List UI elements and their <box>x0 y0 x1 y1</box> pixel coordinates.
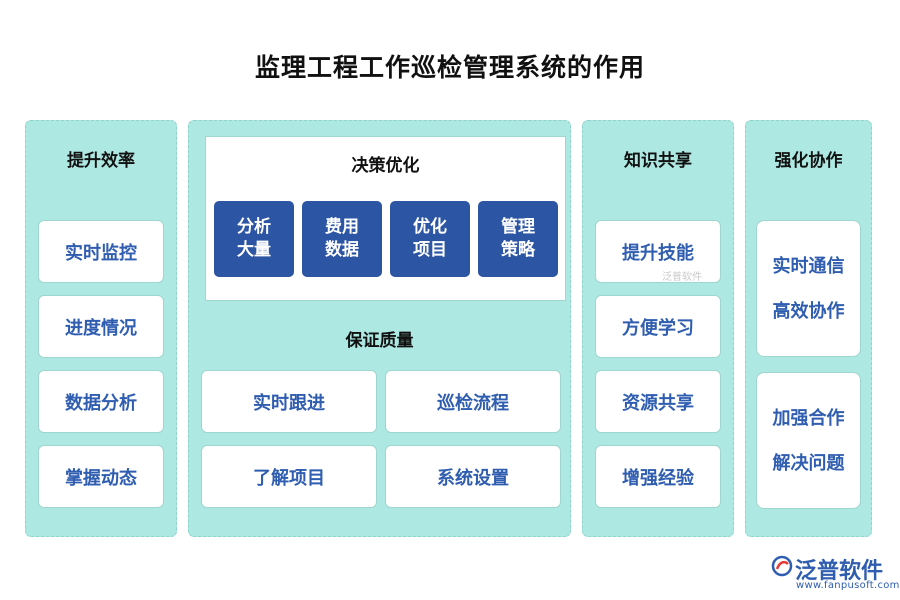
decision-tile: 优化 项目 <box>390 201 470 277</box>
decision-tile: 分析 大量 <box>214 201 294 277</box>
decision-tile-line: 管理 <box>501 217 535 237</box>
decision-tile-line: 大量 <box>237 240 271 260</box>
decision-tile-line: 优化 <box>413 217 447 237</box>
logo-name: 泛普软件 <box>795 559 884 584</box>
knowledge-item: 提升技能 <box>595 220 721 283</box>
quality-item: 巡检流程 <box>385 370 561 433</box>
decision-title: 决策优化 <box>351 156 420 176</box>
decision-tile: 费用 数据 <box>302 201 382 277</box>
quality-item: 实时跟进 <box>201 370 377 433</box>
collab-card-line: 高效协作 <box>772 300 845 322</box>
decision-tile-line: 分析 <box>237 217 271 237</box>
knowledge-item: 增强经验 <box>595 445 721 508</box>
knowledge-item: 方便学习 <box>595 295 721 358</box>
decision-tile-line: 策略 <box>501 240 535 260</box>
decision-tile-line: 项目 <box>413 240 447 260</box>
logo-url: www.fanpusoft.com <box>796 580 900 591</box>
panel-efficiency-title: 提升效率 <box>67 151 135 171</box>
efficiency-item: 掌握动态 <box>38 445 164 508</box>
collab-card-line: 加强合作 <box>772 407 845 429</box>
fanpu-logo-icon <box>771 555 793 577</box>
panel-collab-title: 强化协作 <box>774 151 843 171</box>
knowledge-item: 资源共享 <box>595 370 721 433</box>
watermark-text: 泛普软件 <box>662 272 702 283</box>
efficiency-item: 实时监控 <box>38 220 164 283</box>
panel-knowledge-title: 知识共享 <box>624 151 692 171</box>
efficiency-item: 数据分析 <box>38 370 164 433</box>
collab-card-line: 解决问题 <box>772 452 845 474</box>
collab-card: 实时通信 高效协作 <box>756 220 861 357</box>
collab-card: 加强合作 解决问题 <box>756 372 861 509</box>
collab-card-line: 实时通信 <box>772 255 845 277</box>
page-title: 监理工程工作巡检管理系统的作用 <box>254 53 645 82</box>
quality-title: 保证质量 <box>345 331 414 351</box>
quality-item: 了解项目 <box>201 445 377 508</box>
decision-tile: 管理 策略 <box>478 201 558 277</box>
efficiency-item: 进度情况 <box>38 295 164 358</box>
quality-item: 系统设置 <box>385 445 561 508</box>
decision-tile-line: 费用 <box>325 217 359 237</box>
decision-tile-line: 数据 <box>325 240 359 260</box>
